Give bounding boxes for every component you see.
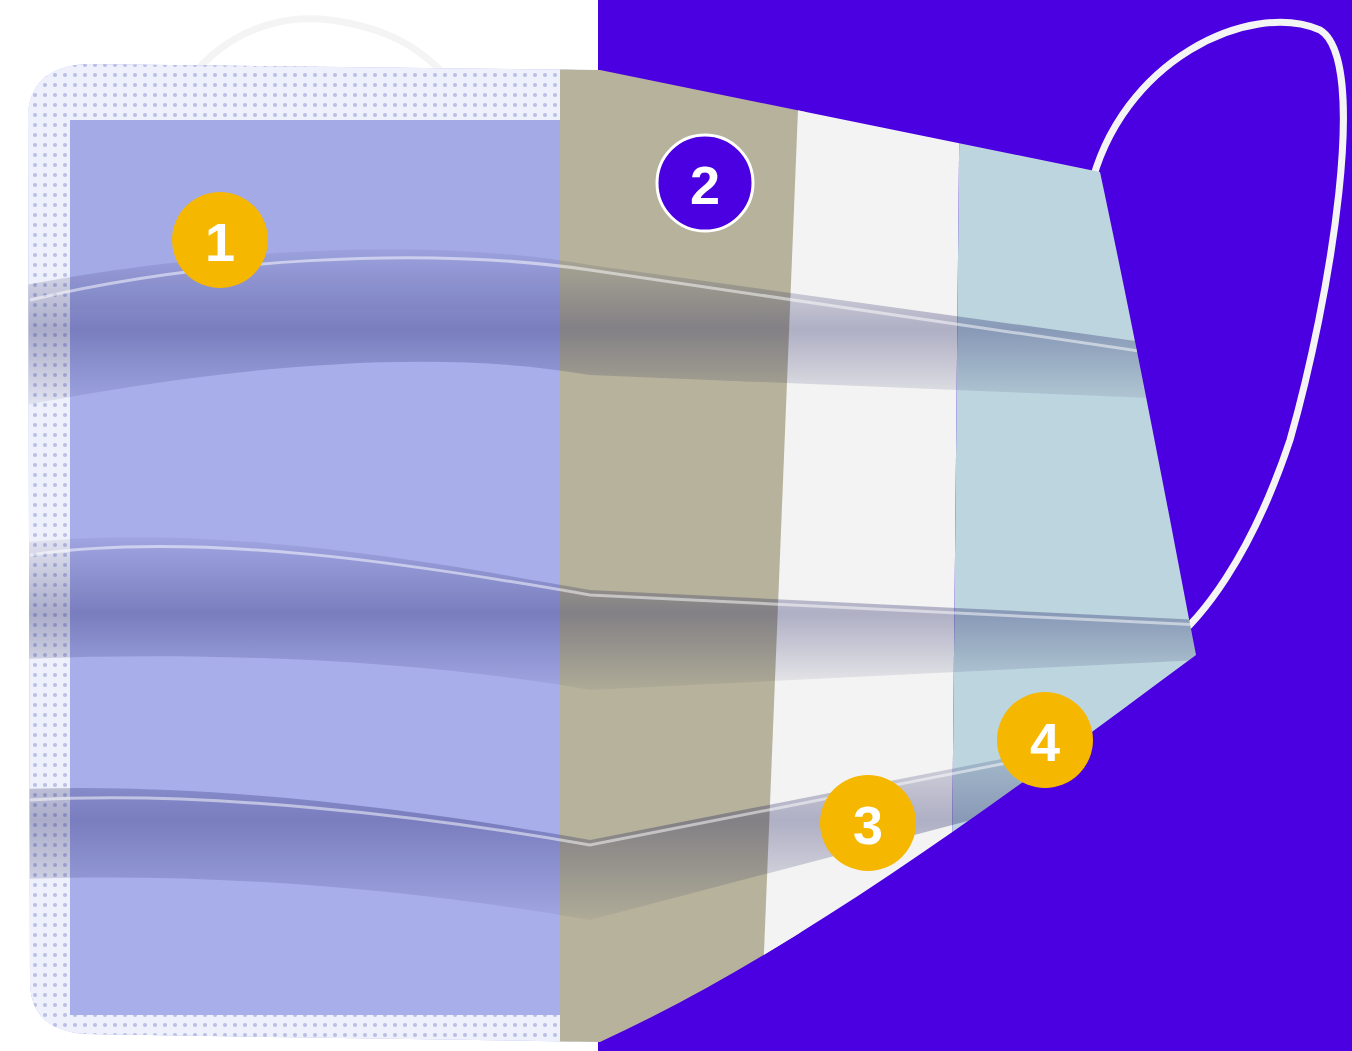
mask-body [0,0,1210,1051]
layer-3 [760,60,960,1051]
callout-number: 4 [997,694,1093,790]
callout-number: 3 [820,777,916,873]
layer-4 [950,60,1210,1051]
callout-number: 2 [657,137,753,233]
callout-number: 1 [172,194,268,290]
